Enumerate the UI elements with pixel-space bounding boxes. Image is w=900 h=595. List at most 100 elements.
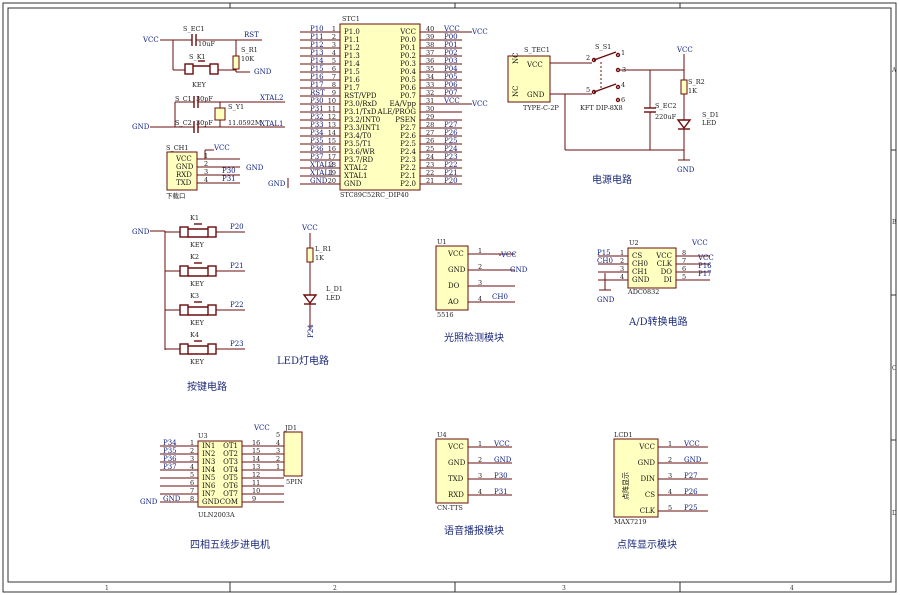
mcu-left-net: P36: [310, 145, 324, 153]
tec-part: TYPE-C-2P: [523, 104, 559, 112]
reset-circuit: VCC S_EC1 10uF RST S_R1 10K GND S_K1 KEY: [142, 25, 272, 89]
stepper-out-pin: OT4: [223, 466, 238, 474]
mcu-right-num: 35: [426, 65, 434, 73]
mcu-left-net: P30: [310, 97, 324, 105]
download-net: P31: [222, 175, 236, 183]
mcu-right-net: P06: [444, 81, 458, 89]
vcc-label: VCC: [691, 239, 708, 247]
mcu-right-net: P02: [444, 49, 458, 57]
gnd-label: GND: [132, 228, 150, 236]
stepper-out-pin: OT7: [223, 490, 238, 498]
vcc-label: VCC: [471, 100, 488, 108]
mcu-right-pin: P2.5: [400, 140, 416, 148]
mcu-right-net: P03: [444, 57, 458, 65]
mcu-left-num: 5: [332, 57, 336, 65]
mcu-right-pin: P0.5: [400, 76, 416, 84]
stepper-out-pin: OT6: [223, 482, 238, 490]
voice-pin: GND: [448, 459, 466, 467]
power-circuit: S_TEC1 VCC GND NC NC TYPE-C-2P S_S1 1 2 …: [507, 43, 719, 186]
rst-net-label: RST: [244, 31, 259, 39]
mcu-right-num: 28: [426, 121, 434, 129]
mcu-right-num: 34: [426, 73, 434, 81]
mcu-left-pin: P3.4/T0: [344, 132, 371, 140]
mcu-left-pin: P3.3/INT1: [344, 124, 380, 132]
stepper-in-net: P37: [163, 463, 177, 471]
matrix-pin: CLK: [640, 507, 656, 515]
key-net: P22: [230, 301, 244, 309]
crystal-c1-ref: S_C1: [175, 95, 192, 103]
stepper-out-num: 12: [252, 471, 260, 479]
frame-col-4: 4: [790, 585, 794, 592]
reset-cap-value: 10uF: [198, 40, 215, 48]
vcc-label: VCC: [471, 28, 488, 36]
mcu-right-num: 31: [426, 97, 434, 105]
adc-left-net: P15: [597, 249, 611, 257]
mcu-left-net: P32: [310, 113, 324, 121]
voice-part: CN-TTS: [437, 504, 463, 512]
stepper-out-pin: OT1: [223, 442, 238, 450]
caption-led: LED灯电路: [277, 354, 329, 367]
mcu-left-net: P37: [310, 153, 324, 161]
power-led-value: LED: [702, 119, 716, 127]
stepper-out-num: 9: [252, 495, 256, 503]
mcu-left-num: 4: [332, 49, 336, 57]
frame-row-b: B: [892, 219, 897, 226]
mcu-right-num: 37: [426, 49, 434, 57]
adc-right-net: P17: [698, 270, 712, 278]
mcu-left-net: P14: [310, 57, 324, 65]
matrix-part: MAX7219: [614, 518, 647, 526]
key-net: P20: [230, 223, 244, 231]
vcc-label: VCC: [253, 424, 270, 432]
tec-pin: GND: [527, 91, 545, 99]
mcu-right-num: 39: [426, 33, 434, 41]
caption-power: 电源电路: [592, 173, 632, 186]
adc-right-num: 6: [682, 265, 686, 273]
vcc-label: VCC: [676, 46, 693, 54]
stepper-out-pin: OT5: [223, 474, 238, 482]
mcu-right-net: P23: [444, 153, 458, 161]
mcu-right-pin: P0.1: [400, 44, 416, 52]
matrix-pin: DIN: [640, 475, 655, 483]
mcu-right-net: P27: [444, 121, 458, 129]
jd-pin-num: 1: [276, 463, 280, 471]
adc-right-net: P16: [698, 262, 712, 270]
download-pin-num: 2: [204, 160, 208, 168]
stepper-in-num: 2: [190, 447, 194, 455]
mcu-right-pin: P0.7: [400, 92, 416, 100]
mcu-left-pin: P1.0: [344, 28, 360, 36]
stepper-in-net: P34: [163, 439, 177, 447]
download-pin: GND: [176, 163, 194, 171]
adc-left-num: 2: [620, 257, 624, 265]
mcu-ref: STC1: [342, 15, 360, 23]
mcu-right-pin: P0.6: [400, 84, 416, 92]
voice-pin: VCC: [447, 443, 464, 451]
mcu-left-net: P12: [310, 41, 324, 49]
reset-res-value: 10K: [241, 55, 254, 63]
caption-voice: 语音播报模块: [444, 524, 504, 537]
mcu-left-pin: P3.2/INT0: [344, 116, 380, 124]
mcu-left-num: 17: [328, 153, 336, 161]
stepper-in-pin: IN3: [202, 458, 215, 466]
stepper-out-num: 15: [252, 447, 260, 455]
stepper-in-net: GND: [163, 495, 181, 503]
caption-buttons: 按键电路: [187, 380, 227, 393]
mcu-left-net: P10: [310, 25, 324, 33]
ch0-label: CH0: [492, 293, 508, 301]
mcu-left-num: 18: [328, 161, 336, 169]
light-pin: AO: [447, 298, 459, 306]
mcu-left-pin: P1.7: [344, 84, 360, 92]
crystal-ref: S_Y1: [228, 103, 244, 111]
mcu-right-pin: P0.4: [400, 68, 416, 76]
caption-stepper: 四相五线步进电机: [190, 538, 270, 551]
mcu-left-num: 10: [328, 97, 336, 105]
frame-col-1: 1: [105, 585, 109, 592]
power-r-ref: S_R2: [688, 78, 705, 86]
mcu-right-net: P04: [444, 65, 458, 73]
mcu-left-num: 9: [332, 89, 336, 97]
matrix-net: P25: [684, 504, 698, 512]
mcu-left-num: 2: [332, 33, 336, 41]
download-pin: TXD: [176, 179, 192, 187]
stepper-in-pin: IN7: [202, 490, 215, 498]
mcu-right-net: P26: [444, 129, 458, 137]
